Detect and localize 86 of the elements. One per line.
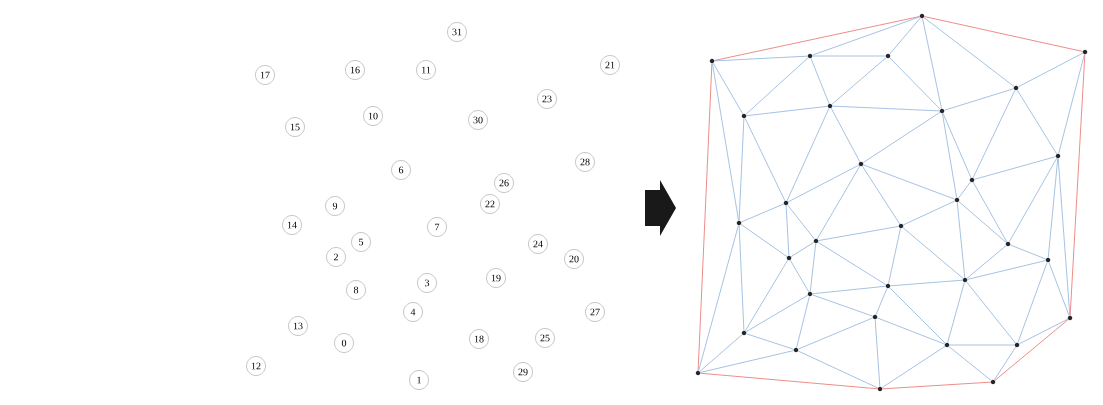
graph-edge <box>740 203 785 223</box>
graph-edge <box>994 319 1069 381</box>
graph-edge <box>967 260 1047 280</box>
graph-edge <box>902 200 956 226</box>
graph-edge <box>1017 52 1084 88</box>
graph-edge <box>956 202 966 278</box>
graph-edge <box>993 346 1017 381</box>
graph-edge <box>832 105 940 112</box>
graph-edge <box>890 279 963 287</box>
graph-edge <box>745 57 809 115</box>
graph-edge <box>738 225 745 331</box>
graph-edge <box>1047 158 1059 258</box>
graph-edge <box>810 57 830 105</box>
graph-edge <box>817 241 887 286</box>
graph-edge <box>942 113 957 198</box>
graph-edge <box>714 55 808 62</box>
graph-edge <box>746 105 828 117</box>
graph-edge <box>958 181 971 199</box>
graph-edge <box>958 201 1007 243</box>
graph-edge <box>947 281 965 344</box>
graph-edge <box>697 63 713 371</box>
graph-edge <box>1058 53 1085 155</box>
graph-edge <box>712 62 744 115</box>
graph-edge <box>811 16 921 56</box>
graph-edge <box>874 319 881 387</box>
graph-edge <box>698 224 739 372</box>
graph-edge <box>812 55 886 57</box>
graph-edge <box>923 17 1015 87</box>
graph-edge <box>973 156 1057 180</box>
graph-edge <box>972 89 1016 179</box>
graph-edge <box>830 107 861 163</box>
graph-edge <box>882 381 991 390</box>
graph-edge <box>700 350 794 373</box>
graph-edge <box>787 204 815 240</box>
graph-edge <box>966 245 1007 279</box>
graph-edge <box>876 317 946 345</box>
graph-edge <box>1018 318 1069 345</box>
graph-edge <box>881 345 946 389</box>
graph-edge <box>1017 261 1048 344</box>
graph-edge <box>790 241 815 258</box>
graph-edge <box>812 285 886 295</box>
graph-edge <box>796 296 810 349</box>
graph-edge <box>862 111 941 164</box>
graph-edge <box>924 16 1083 52</box>
graph-edge <box>922 18 942 109</box>
graph-edge <box>1009 244 1047 260</box>
graph-edge <box>818 226 899 241</box>
graph-edge <box>889 57 941 110</box>
graph-edge <box>966 281 1016 344</box>
graph-edge <box>1069 54 1086 316</box>
graph-edge <box>797 317 874 350</box>
graph-edge <box>831 57 887 105</box>
graph-edge <box>811 294 874 317</box>
graph-edge <box>744 259 789 332</box>
graph-edge <box>1008 157 1058 243</box>
graph-edge <box>889 17 921 55</box>
graph-edge <box>889 287 946 344</box>
graph-edge <box>1048 261 1070 317</box>
graph-edge <box>1016 89 1058 155</box>
graph-edge <box>888 228 901 284</box>
graph-edge <box>787 164 860 203</box>
graph-edge <box>712 63 739 221</box>
graph-edge <box>797 350 879 389</box>
graph-edge <box>699 334 743 372</box>
graph-edge <box>740 224 788 257</box>
graph-edge <box>1057 158 1071 316</box>
graph-edge <box>948 346 992 381</box>
graph-edge <box>902 227 964 279</box>
graph-edge <box>942 112 972 179</box>
graph-edge <box>809 243 817 292</box>
graph-edge <box>943 88 1015 111</box>
graph-edge <box>789 259 810 293</box>
graph-edge <box>972 181 1008 243</box>
graph-edge <box>738 118 745 221</box>
graph-edge <box>862 164 956 200</box>
graph-edge <box>700 372 878 390</box>
graph-edge <box>875 287 888 316</box>
graph-edge <box>744 117 786 202</box>
graph-edge <box>861 165 901 225</box>
graph-edge <box>785 205 790 256</box>
graph-edge <box>714 16 920 61</box>
graph-edge <box>745 333 795 350</box>
graph-edge <box>786 107 830 202</box>
graph-edge <box>745 294 809 333</box>
graph-edge <box>949 344 1015 346</box>
graph-edge <box>816 165 861 240</box>
